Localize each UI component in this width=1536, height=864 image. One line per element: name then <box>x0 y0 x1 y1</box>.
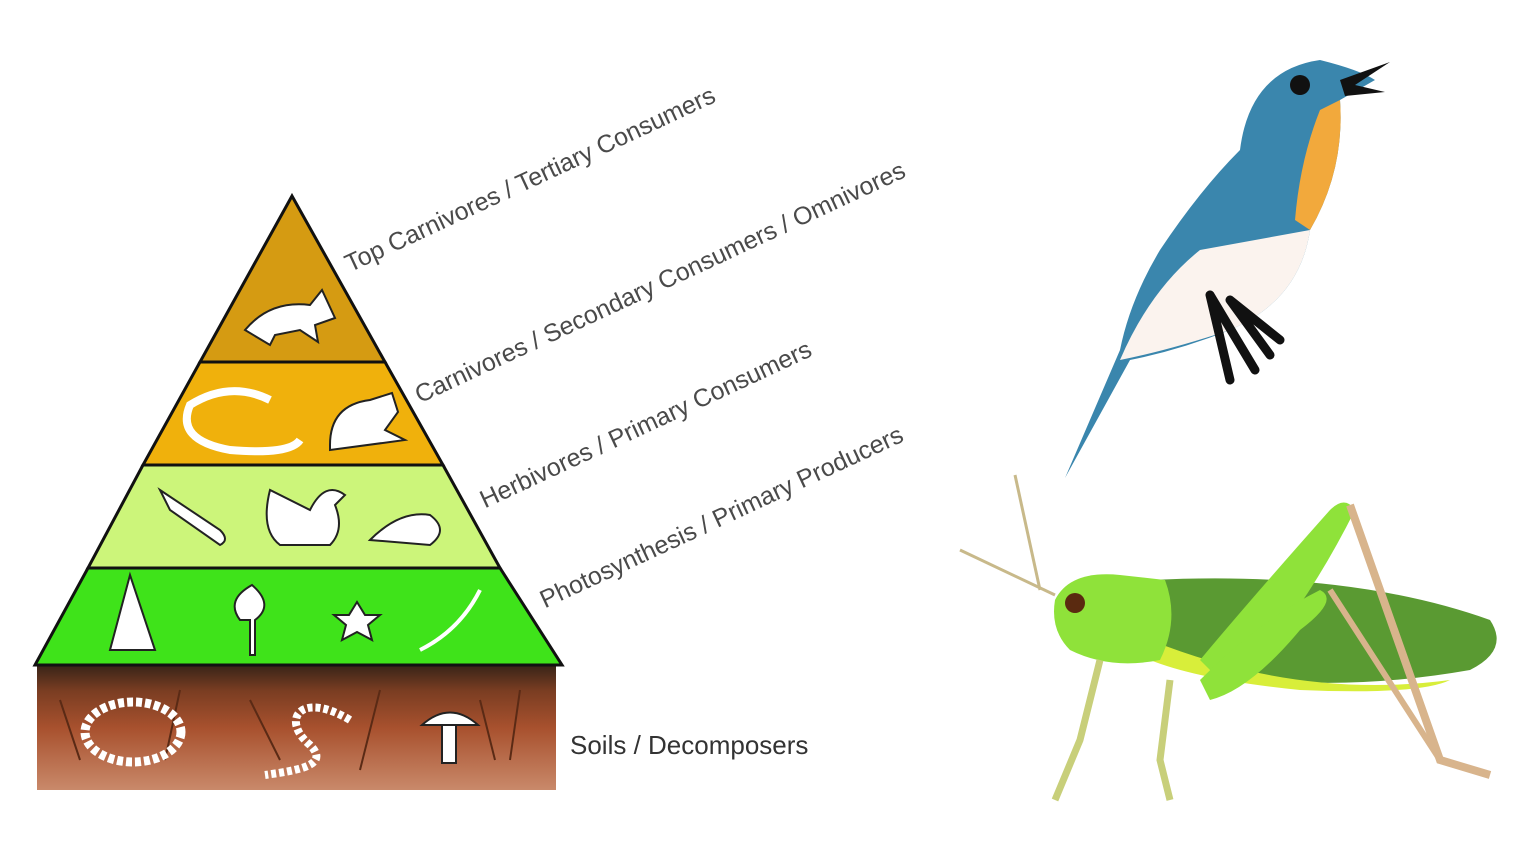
grasshopper-illustration <box>959 474 1497 802</box>
frog-icon <box>329 391 409 452</box>
bluebird-illustration <box>1065 60 1390 478</box>
mushroom-icon <box>419 711 481 764</box>
tree-icon <box>233 583 266 656</box>
snake-icon <box>182 387 304 456</box>
flower-icon <box>331 600 383 642</box>
plant-icon <box>419 589 482 652</box>
soil-layer <box>37 666 556 790</box>
tier-producers <box>32 566 565 667</box>
earthworm-icon <box>264 703 353 779</box>
label-soils: Soils / Decomposers <box>570 730 809 760</box>
tier-top-carnivores <box>197 192 388 364</box>
squirrel-icon <box>265 488 347 546</box>
pyramid <box>32 192 565 667</box>
fox-icon <box>243 288 337 347</box>
beetle-icon <box>157 487 226 547</box>
conifer-icon <box>108 571 157 651</box>
millipede-icon <box>80 697 186 767</box>
bird-small-icon <box>367 513 441 547</box>
